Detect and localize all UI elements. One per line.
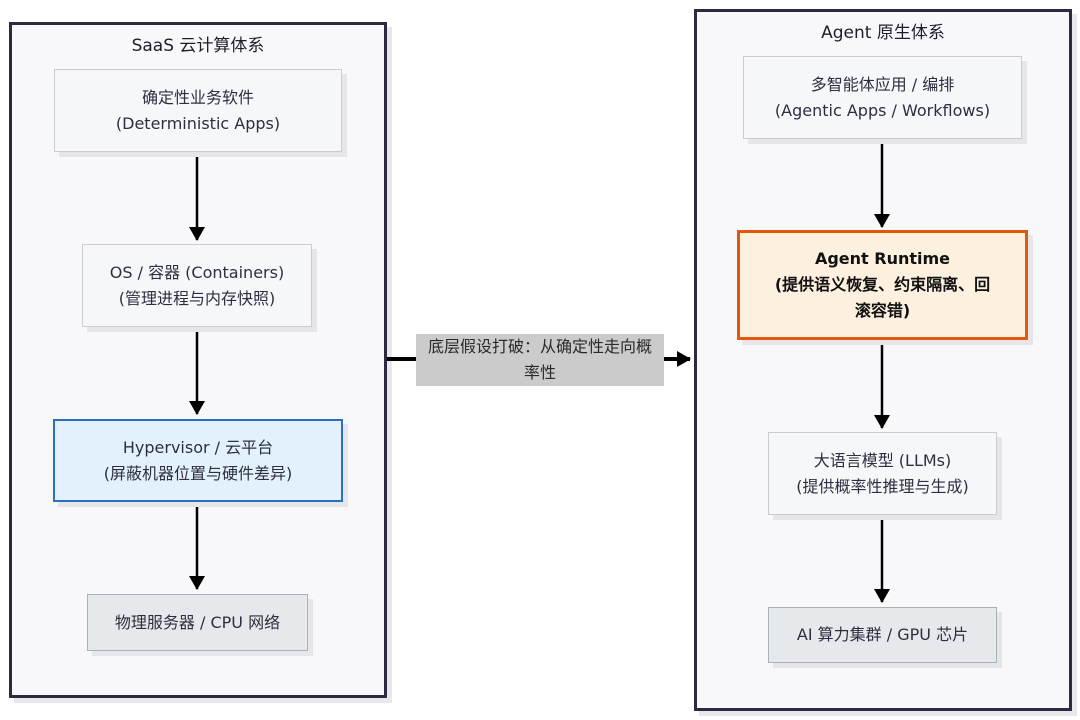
node-line: 确定性业务软件 — [141, 87, 254, 107]
node-line: (提供概率性推理与生成) — [796, 476, 969, 496]
node-hypervisor[interactable]: Hypervisor / 云平台 (屏蔽机器位置与硬件差异) — [53, 419, 343, 502]
node-gpu-cluster[interactable]: AI 算力集群 / GPU 芯片 — [768, 607, 997, 663]
node-line: Hypervisor / 云平台 — [122, 437, 274, 457]
node-line: (屏蔽机器位置与硬件差异) — [103, 463, 293, 483]
node-os-containers[interactable]: OS / 容器 (Containers) (管理进程与内存快照) — [82, 244, 312, 327]
agent-cluster-title: Agent 原生体系 — [821, 23, 945, 43]
node-line: (Agentic Apps / Workflows) — [774, 100, 991, 120]
edge-label-line: 率性 — [523, 363, 556, 382]
edge-label-line: 底层假设打破：从确定性走向概 — [427, 337, 652, 356]
node-line: 滚容错) — [854, 301, 911, 320]
node-line: (提供语义恢复、约束隔离、回 — [774, 275, 991, 294]
node-line: AI 算力集群 / GPU 芯片 — [796, 625, 969, 644]
node-line: OS / 容器 (Containers) — [109, 262, 285, 282]
node-agentic-apps[interactable]: 多智能体应用 / 编排 (Agentic Apps / Workflows) — [743, 56, 1022, 139]
node-deterministic-apps[interactable]: 确定性业务软件 (Deterministic Apps) — [54, 69, 342, 152]
node-line: 大语言模型 (LLMs) — [813, 450, 952, 470]
node-line: 多智能体应用 / 编排 — [810, 74, 955, 94]
node-line: (管理进程与内存快照) — [118, 288, 276, 308]
node-agent-runtime[interactable]: Agent Runtime (提供语义恢复、约束隔离、回 滚容错) — [737, 230, 1028, 340]
node-line: (Deterministic Apps) — [115, 113, 281, 133]
bridge-edge-label: 底层假设打破：从确定性走向概 率性 — [416, 334, 664, 386]
saas-cluster-title: SaaS 云计算体系 — [131, 36, 265, 56]
node-line: Agent Runtime — [814, 249, 951, 268]
node-physical-server[interactable]: 物理服务器 / CPU 网络 — [87, 594, 308, 651]
node-llms[interactable]: 大语言模型 (LLMs) (提供概率性推理与生成) — [768, 432, 997, 515]
node-line: 物理服务器 / CPU 网络 — [114, 612, 281, 632]
